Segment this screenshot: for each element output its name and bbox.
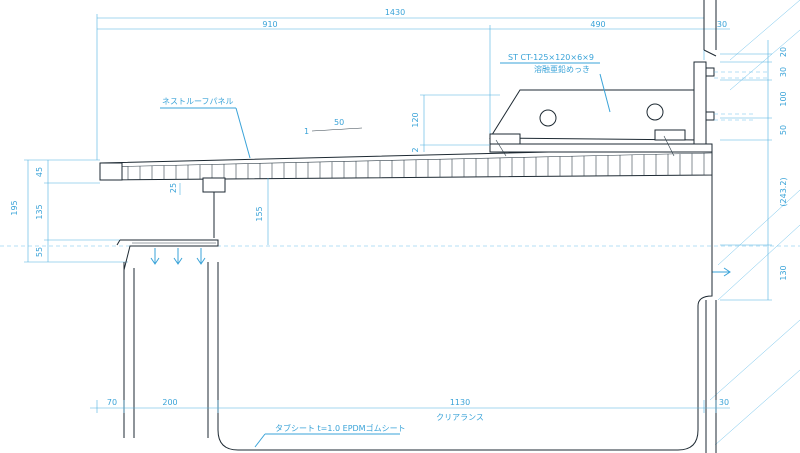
dim-right-span: 30 — [717, 20, 727, 29]
dim-l135: 135 — [35, 204, 44, 219]
screws — [150, 248, 731, 277]
roof-panel — [99, 147, 713, 181]
dim-2: 2 — [411, 147, 420, 152]
dim-120: 120 — [411, 112, 420, 127]
tub-sheet-callout: タブシート t=1.0 EPDMゴムシート — [254, 423, 406, 448]
dim-r20: 20 — [779, 47, 788, 57]
dim-l195: 195 — [10, 200, 19, 215]
right-wall — [703, 0, 717, 453]
wall-hatch — [709, 0, 800, 446]
dim-155: 155 — [255, 206, 264, 221]
dim-r243: (243.2) — [779, 177, 788, 206]
steel-callout: ST CT-125×120×6×9 溶融亜鉛めっき — [500, 53, 611, 113]
steel-bracket — [489, 61, 713, 157]
dim-b200: 200 — [162, 398, 177, 407]
gutter-flashing — [116, 177, 226, 271]
dim-25: 25 — [169, 183, 178, 193]
left-dimensions: 195 45 135 55 — [10, 159, 128, 263]
slope-indicator: 1 50 — [304, 118, 363, 136]
slope-rise: 1 — [304, 127, 309, 136]
tub-sheet-label: タブシート t=1.0 EPDMゴムシート — [275, 423, 406, 433]
dim-r100: 100 — [779, 91, 788, 106]
clearance-label: クリアランス — [436, 413, 484, 422]
panel-label: ネストルーフパネル — [162, 97, 234, 106]
tub-sheet — [217, 175, 713, 451]
dim-r30: 30 — [779, 67, 788, 77]
top-dimensions: 1430 910 490 30 — [96, 8, 730, 160]
dim-left-span: 910 — [262, 20, 277, 29]
right-dimensions: 20 30 100 50 (243.2) 130 — [720, 40, 788, 301]
dim-l55: 55 — [35, 247, 44, 257]
dim-overall: 1430 — [385, 8, 405, 17]
dim-r130: 130 — [779, 265, 788, 280]
slope-run: 50 — [334, 118, 344, 127]
steel-spec: ST CT-125×120×6×9 — [508, 53, 594, 62]
anchor-bolts — [705, 67, 770, 121]
steel-finish: 溶融亜鉛めっき — [534, 64, 590, 74]
bottom-dimensions: 70 200 1130 30 クリアランス — [90, 398, 730, 422]
panel-callout: ネストルーフパネル — [160, 97, 251, 159]
inner-dimensions: 120 2 155 25 — [169, 94, 500, 245]
dim-l45: 45 — [35, 167, 44, 177]
dim-b70: 70 — [107, 398, 117, 407]
dim-r50: 50 — [779, 125, 788, 135]
left-channel — [123, 262, 219, 438]
dim-mid-span: 490 — [590, 20, 605, 29]
dim-b30: 30 — [719, 398, 729, 407]
dim-b1130: 1130 — [450, 398, 470, 407]
